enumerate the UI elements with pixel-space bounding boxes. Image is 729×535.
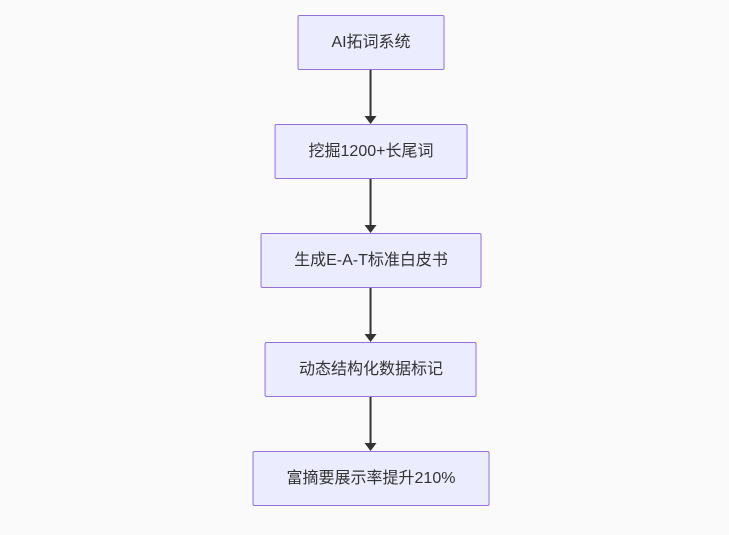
arrowhead-icon — [365, 443, 377, 451]
flowchart: AI拓词系统 挖掘1200+长尾词 生成E-A-T标准白皮书 动态结构化数据标记… — [252, 15, 490, 506]
arrow-line — [370, 70, 372, 116]
arrowhead-icon — [365, 116, 377, 124]
arrowhead-icon — [365, 225, 377, 233]
flow-node-label: 动态结构化数据标记 — [298, 360, 443, 378]
arrow-line — [370, 397, 372, 443]
flow-node-label: 生成E-A-T标准白皮书 — [294, 251, 448, 269]
flow-node-label: 挖掘1200+长尾词 — [308, 142, 434, 160]
arrowhead-icon — [365, 334, 377, 342]
flow-node-label: AI拓词系统 — [331, 33, 411, 51]
arrow-line — [370, 179, 372, 225]
flow-node-structured-data: 动态结构化数据标记 — [264, 342, 477, 397]
flow-node-longtail-mining: 挖掘1200+长尾词 — [274, 124, 468, 179]
flow-node-ai-word-system: AI拓词系统 — [297, 15, 445, 70]
arrow-down-3 — [365, 288, 377, 342]
arrow-down-1 — [365, 70, 377, 124]
flow-node-eat-whitepaper: 生成E-A-T标准白皮书 — [260, 233, 482, 288]
arrow-down-2 — [365, 179, 377, 233]
flow-node-rich-snippet-result: 富摘要展示率提升210% — [252, 451, 490, 506]
arrow-line — [370, 288, 372, 334]
flow-node-label: 富摘要展示率提升210% — [286, 469, 456, 487]
arrow-down-4 — [365, 397, 377, 451]
